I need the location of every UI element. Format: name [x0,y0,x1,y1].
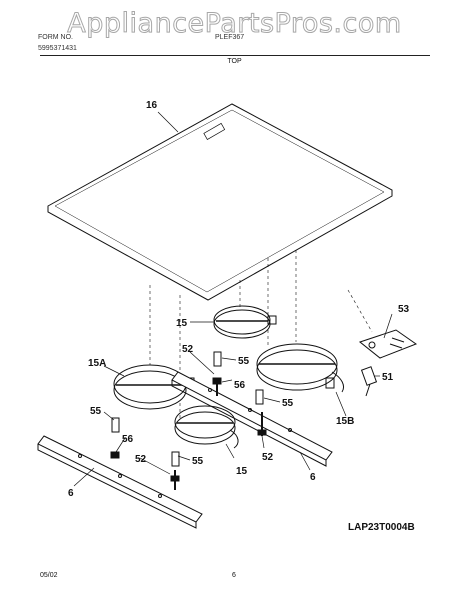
callout-52-a: 52 [182,344,194,355]
spacer-55-a [213,351,222,367]
section-title: TOP [227,58,242,65]
support-bracket-right [171,371,333,467]
terminal-block-51 [360,366,378,397]
heating-element-15b [256,343,345,393]
callout-52-c: 52 [135,454,147,465]
heating-element-15a [113,364,195,410]
heating-element-15-front [174,405,239,449]
callout-15-front: 15 [236,466,248,477]
callout-53: 53 [398,304,410,315]
callout-56-b: 56 [122,434,134,445]
callout-52-b: 52 [262,452,274,463]
footer-date: 05/02 [40,572,58,579]
header-model: PLEF367 [215,34,245,41]
callout-6-right: 6 [310,472,316,483]
callout-55-a: 55 [238,356,250,367]
cooktop-glass-top [47,103,393,301]
callout-51: 51 [382,372,394,383]
callout-15a: 15A [88,358,106,369]
header-rule [40,55,430,56]
callout-6-left: 6 [68,488,74,499]
leader-lines [73,111,393,487]
spacer-55-b [255,389,264,405]
callout-15b: 15B [336,416,354,427]
spacer-55-c [111,417,120,433]
spacer-55-d [171,451,180,467]
nut-56-a [212,377,222,385]
heating-element-15-rear [213,305,277,339]
footer-page-number: 6 [232,572,236,579]
callout-15-rear: 15 [176,318,188,329]
callout-55-b: 55 [282,398,294,409]
diagram-code: LAP23T0004B [348,522,415,533]
support-bracket-left [37,435,203,529]
screw-52-c [170,470,180,490]
callout-56-a: 56 [234,380,246,391]
callout-16: 16 [146,100,158,111]
bracket-plate-53 [358,329,418,359]
callout-55-c: 55 [90,406,102,417]
nut-56-b [110,451,120,459]
header-form-label: FORM NO. [38,34,73,41]
callout-55-d: 55 [192,456,204,467]
screw-52-b [257,412,267,436]
header-form-number: 5995371431 [38,45,77,52]
watermark-text: AppliancePartsPros.com [67,8,402,40]
